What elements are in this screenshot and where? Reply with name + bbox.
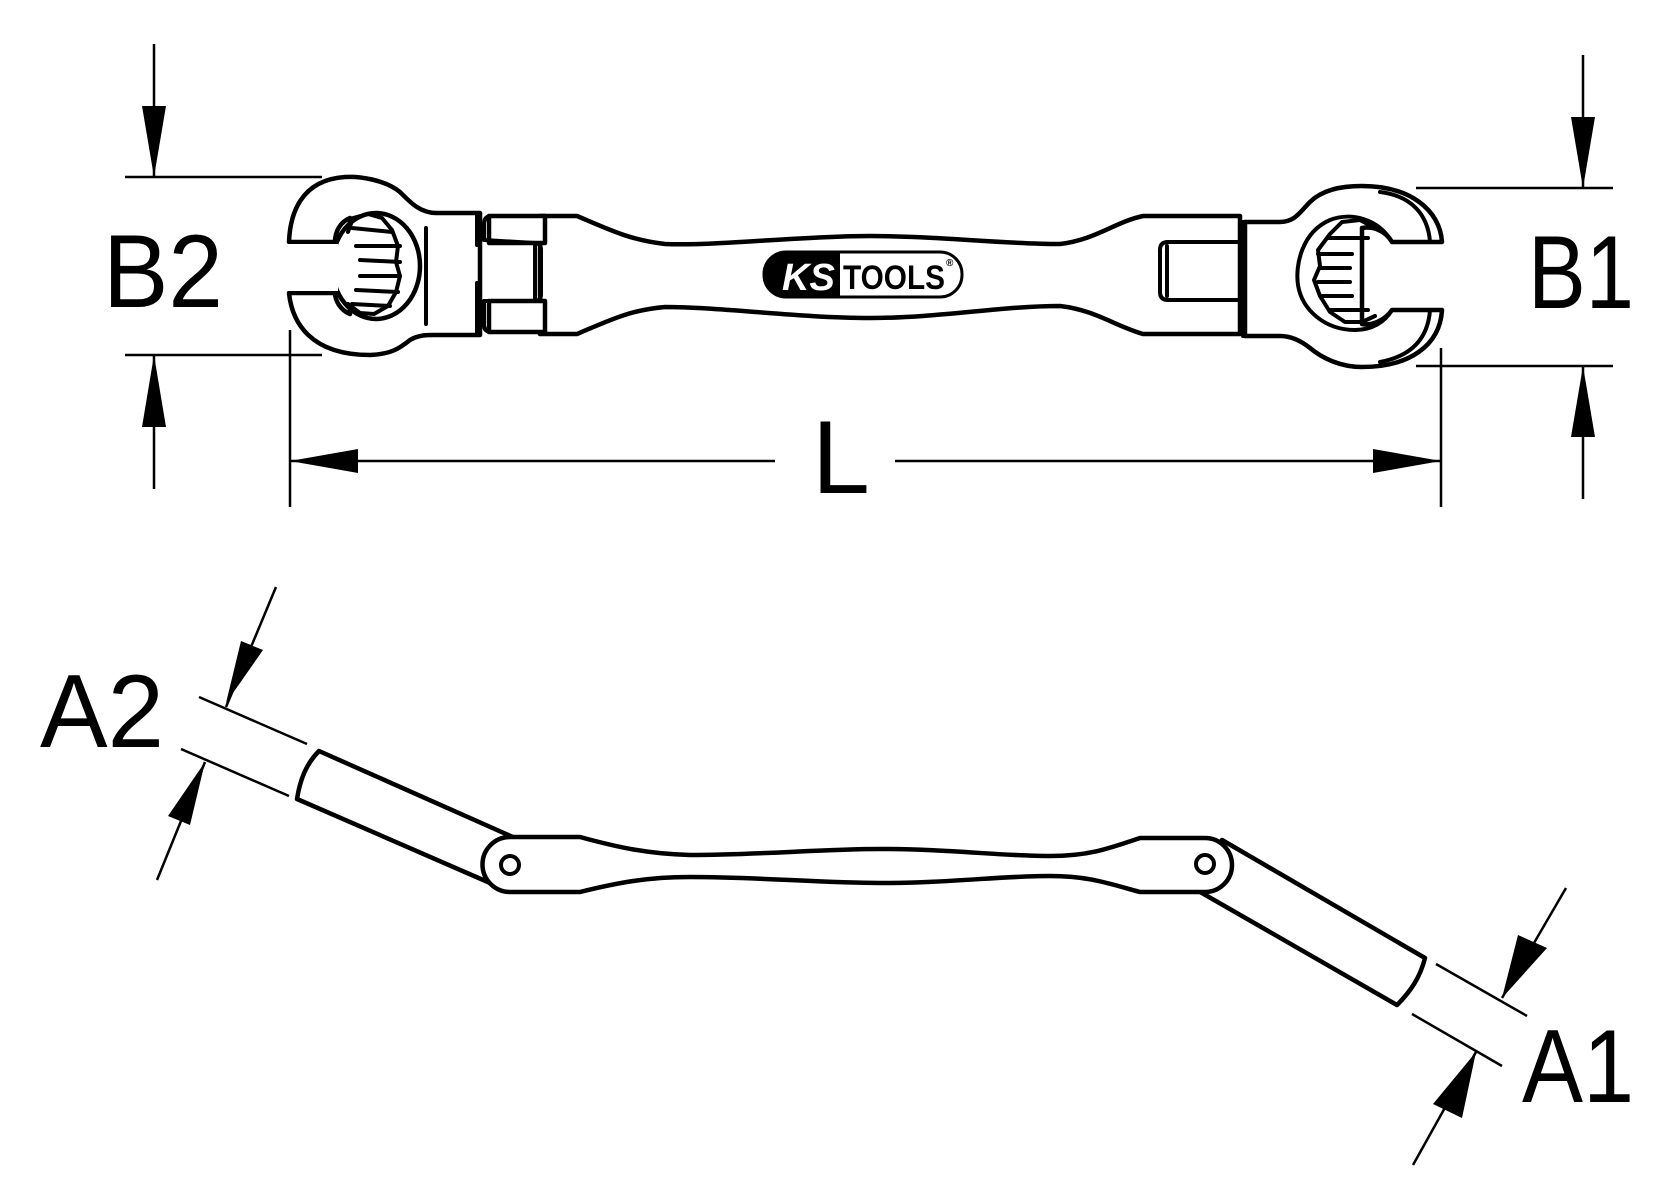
arrow-up-icon (1571, 366, 1595, 437)
right-flare-head (1242, 183, 1445, 370)
left-hinge-fork-lower (486, 298, 548, 335)
logo-ks: KS (782, 257, 835, 299)
logo-trademark: ® (946, 258, 954, 269)
arrow-left-icon (290, 449, 358, 473)
brand-logo: KS TOOLS ® (762, 250, 964, 299)
label-a2: A2 (40, 654, 164, 770)
left-jaw-edges (287, 240, 335, 295)
arrow-down-icon (1571, 117, 1595, 188)
dimension-b1: B1 (1416, 55, 1634, 499)
arrow-icon (226, 641, 263, 703)
arrow-down-icon (142, 106, 166, 177)
right-head-offset-arc-top (1378, 190, 1432, 244)
label-a1: A1 (1522, 1009, 1634, 1125)
right-angled-arm (1192, 837, 1428, 1008)
right-pivot-pin (1194, 853, 1216, 875)
left-fork-outline (482, 214, 543, 334)
dimension-a2: A2 (40, 586, 308, 881)
dimension-l: L (288, 330, 1443, 516)
arrow-icon (1502, 935, 1547, 998)
dimension-b2: B2 (103, 44, 322, 489)
right-head-ring (1295, 214, 1394, 332)
right-12-point-socket (1312, 218, 1377, 324)
arrow-right-icon (1373, 449, 1441, 473)
label-b2: B2 (103, 214, 223, 330)
left-hinge-fork (486, 213, 548, 246)
arrow-icon (168, 762, 205, 825)
left-12-point-socket (346, 212, 402, 316)
label-l: L (812, 400, 870, 516)
logo-tools: TOOLS (843, 259, 945, 297)
left-angled-arm (294, 748, 518, 889)
left-jaw-gap (286, 244, 338, 291)
left-pivot-pin (499, 854, 521, 876)
center-bar (480, 834, 1235, 895)
arrow-up-icon (142, 355, 166, 427)
dimension-a1: A1 (1411, 887, 1634, 1166)
label-b1: B1 (1528, 215, 1634, 331)
arrow-icon (1433, 1052, 1476, 1118)
side-view: A2 A1 (40, 586, 1634, 1166)
top-view: KS TOOLS ® B2 B1 (103, 44, 1634, 516)
right-fork-slot (1158, 240, 1239, 302)
right-head-offset-arc-bottom (1378, 308, 1432, 364)
